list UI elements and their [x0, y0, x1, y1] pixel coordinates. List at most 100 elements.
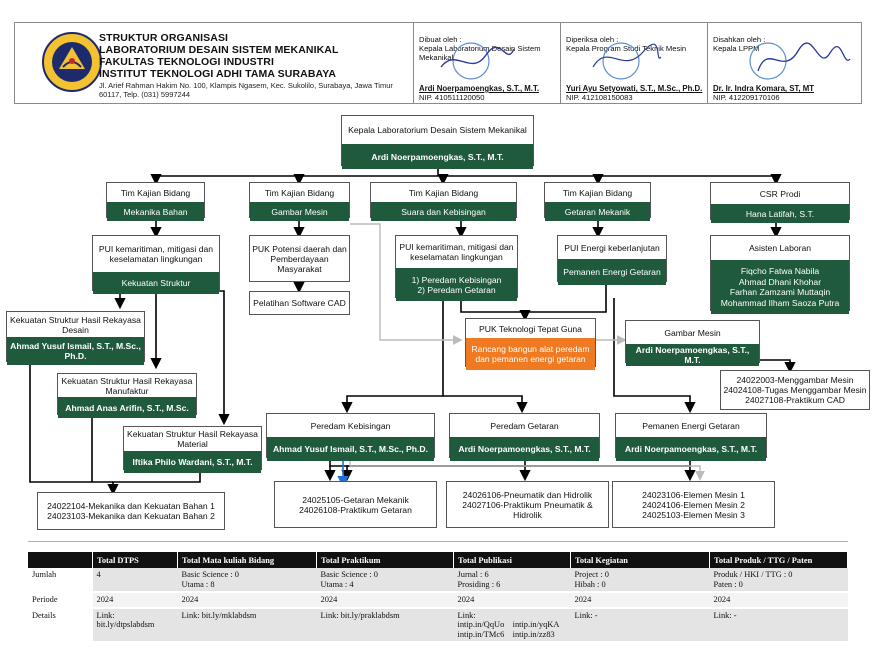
cell-line: Prosiding : 6 [457, 579, 501, 589]
ks-title: Kekuatan Struktur Hasil Rekayasa Manufak… [61, 375, 193, 396]
peredam-name: Ahmad Yusuf Ismail, S.T., M.Sc., Ph.D. [267, 437, 434, 461]
lab-head-name: Ardi Noerpamoengkas, S.T., M.T. [342, 144, 533, 169]
table-header: Total DTPS [92, 552, 178, 568]
asisten-name: Farhan Zamzami Muttaqin [729, 287, 831, 297]
pui-field: Pemanen Energi Getaran [558, 259, 666, 285]
signature-stamp-icon [592, 42, 662, 80]
institution-address: Jl. Arief Rahman Hakim No. 100, Klampis … [99, 81, 393, 99]
ks-name: Ahmad Yusuf Ismail, S.T., M.Sc., Ph.D. [7, 337, 144, 365]
puk-title: PUK Teknologi Tepat Guna [479, 323, 582, 334]
table-cell: 2024 [570, 592, 710, 609]
table-cell[interactable]: Link:bit.ly/dtpslabdsm [92, 607, 178, 643]
team-title: Tim Kajian Bidang [120, 187, 191, 198]
peredam-name: Ardi Noerpamoengkas, S.T., M.T. [450, 437, 599, 461]
team-field: Mekanika Bahan [107, 202, 204, 221]
team-suara-kebisingan: Tim Kajian Bidang Suara dan Kebisingan [370, 182, 517, 221]
dtps-link[interactable]: bit.ly/dtpslabdsm [96, 620, 155, 629]
ks-rekayasa-desain: Kekuatan Struktur Hasil Rekayasa Desain … [6, 311, 145, 365]
signature-name: Ardi Noerpamoengkas, S.T., M.T. [419, 84, 540, 93]
pui-kekuatan-struktur: PUI kemaritiman, mitigasi dan keselamata… [92, 235, 220, 294]
signature-role: Disahkan oleh : [713, 35, 766, 44]
kegiatan-link[interactable]: Link: - [570, 607, 710, 643]
signature-nip: NIP. 412108150083 [566, 93, 633, 102]
course-item: 24022104-Mekanika dan Kekuatan Bahan 1 [47, 501, 215, 511]
cell-line: Produk / HKI / TTG : 0 [713, 570, 793, 579]
course-item: 24023103-Mekanika dan Kekuatan Bahan 2 [47, 511, 215, 521]
table-header: Total Publikasi [453, 552, 571, 568]
publikasi-link[interactable]: intip.in/TMc6 intip.in/zz83 [457, 629, 555, 639]
team-title: Tim Kajian Bidang [264, 187, 335, 198]
puk-potensi-daerah: PUK Potensi daerah dan Pemberdayaan Masy… [249, 235, 350, 282]
course-item: 24024108-Tugas Menggambar Mesin [723, 385, 867, 395]
institution-line: LABORATORIUM DESAIN SISTEM MEKANIKAL [99, 44, 339, 56]
pui-title: PUI Energi keberlanjutan [564, 242, 660, 253]
institute-logo-icon [42, 32, 102, 92]
table-header: Total Mata kuliah Bidang [177, 552, 317, 568]
ks-title: Kekuatan Struktur Hasil Rekayasa Desain [10, 314, 141, 335]
publikasi-link[interactable]: intip.in/QqUo intip.in/yqKA [457, 620, 560, 629]
header-panel: STRUKTUR ORGANISASI LABORATORIUM DESAIN … [14, 22, 862, 104]
course-item: 24027108-Praktikum CAD [745, 395, 845, 405]
cell-line: Hibah : 0 [574, 579, 606, 589]
signature-nip: NIP. 410511120050 [419, 93, 485, 102]
course-item: 24022003-Menggambar Mesin [736, 375, 854, 385]
peredam-title: Peredam Kebisingan [310, 420, 391, 431]
asisten-name: Fiqcho Fatwa Nabila [740, 266, 820, 276]
course-item: 24025103-Elemen Mesin 3 [642, 509, 745, 520]
team-getaran-mekanik: Tim Kajian Bidang Getaran Mekanik [544, 182, 651, 221]
section-divider [28, 541, 848, 542]
peredam-title: Peredam Getaran [490, 420, 559, 431]
summary-table: Total DTPS Total Mata kuliah Bidang Tota… [28, 552, 848, 643]
cell-line: Utama : 8 [181, 579, 215, 589]
signature-block-checked: Diperiksa oleh : Kepala Program Studi Te… [560, 23, 707, 103]
signature-block-approved: Disahkan oleh : Kepala LPPM Dr. Ir. Indr… [707, 23, 862, 103]
cell-line: Basic Science : 0 [320, 570, 378, 579]
csr-title: CSR Prodi [759, 188, 801, 199]
institution-block: STRUKTUR ORGANISASI LABORATORIUM DESAIN … [99, 32, 414, 99]
cell-line: Basic Science : 0 [181, 570, 239, 579]
institution-line: STRUKTUR ORGANISASI [99, 32, 229, 44]
gambar-name: Ardi Noerpamoengkas, S.T., M.T. [626, 344, 759, 366]
pemanen-name: Ardi Noerpamoengkas, S.T., M.T. [616, 437, 766, 461]
team-mekanika-bahan: Tim Kajian Bidang Mekanika Bahan [106, 182, 205, 221]
pui-title: PUI kemaritiman, mitigasi dan keselamata… [98, 244, 214, 264]
puk-teknologi-tepat-guna: PUK Teknologi Tepat Guna Rancang bangun … [465, 318, 596, 370]
table-row: Periode 2024 2024 2024 2024 2024 2024 [28, 592, 848, 609]
table-cell: 2024 [453, 592, 571, 609]
pemanen-energi-box: Pemanen Energi Getaran Ardi Noerpamoengk… [615, 413, 767, 461]
signature-name: Dr. Ir. Indra Komara, ST, MT [713, 84, 814, 93]
mk-link[interactable]: Link: bit.ly/mklabdsm [177, 607, 317, 643]
signature-role: Diperiksa oleh : [566, 35, 619, 44]
lab-head-title: Kepala Laboratorium Desain Sistem Mekani… [348, 125, 527, 135]
pui-field: Kekuatan Struktur [93, 272, 219, 294]
course-item: 24023106-Elemen Mesin 1 [642, 489, 745, 500]
signature-stamp-icon [440, 42, 515, 80]
signature-position: Kepala Laboratorium Desain Sistem Mekani… [419, 44, 541, 62]
pui-field-item: 2) Peredam Getaran [417, 284, 496, 295]
praktikum-link[interactable]: Link: bit.ly/praklabdsm [316, 607, 454, 643]
team-title: Tim Kajian Bidang [408, 187, 479, 198]
signature-stamp-icon [749, 42, 851, 80]
asisten-name: Mohammad Ilham Saoza Putra [720, 297, 840, 308]
produk-link[interactable]: Link: - [709, 607, 848, 643]
team-field: Suara dan Kebisingan [371, 202, 516, 221]
pui-field-item: 1) Peredam Kebisingan [411, 274, 502, 285]
asisten-laboran-box: Asisten Laboran Fiqcho Fatwa Nabila Ahma… [710, 235, 850, 314]
table-cell: 2024 [177, 592, 317, 609]
cell-line: Jurnal : 6 [457, 570, 489, 579]
pneumatik-courses: 24026106-Pneumatik dan Hidrolik 24027106… [446, 481, 609, 528]
gambar-mesin-box: Gambar Mesin Ardi Noerpamoengkas, S.T., … [625, 320, 760, 366]
row-label: Periode [28, 592, 93, 609]
row-label: Jumlah [28, 568, 93, 593]
ks-name: Ahmad Anas Arifin, S.T., M.Sc. [58, 397, 196, 418]
cell-line: 4 [96, 570, 101, 579]
table-cell: 4 [92, 568, 178, 593]
signature-name: Yuri Ayu Setyowati, S.T., M.Sc., Ph.D. [566, 84, 703, 93]
table-header: Total Produk / TTG / Paten [709, 552, 848, 568]
lab-head-box: Kepala Laboratorium Desain Sistem Mekani… [341, 115, 534, 169]
course-item: 24024106-Elemen Mesin 2 [642, 499, 745, 510]
